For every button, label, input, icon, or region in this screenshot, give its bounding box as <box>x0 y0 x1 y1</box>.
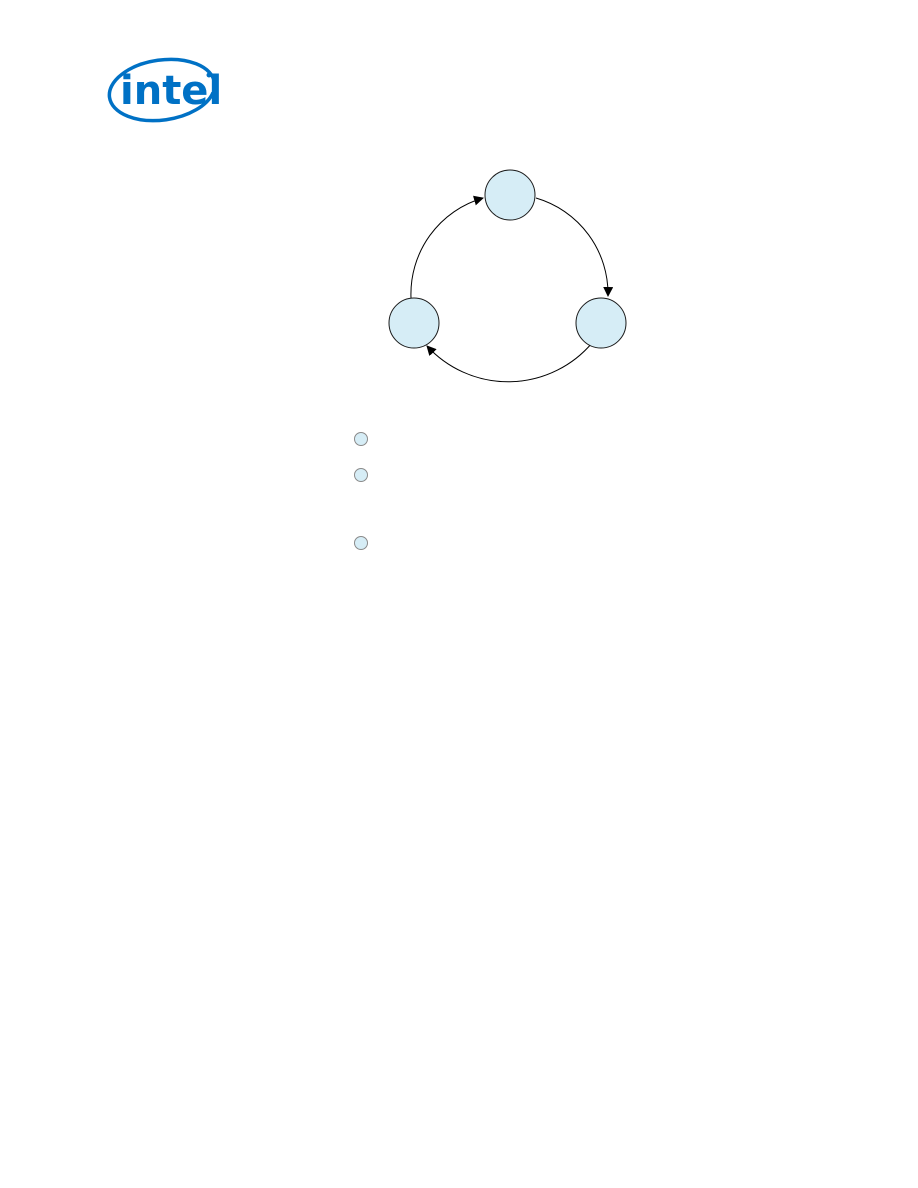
legend-item <box>354 536 378 550</box>
legend-item <box>354 468 378 482</box>
node-top <box>484 169 536 221</box>
node-right <box>575 297 627 349</box>
logo-swoosh <box>107 57 217 123</box>
edge-left-to-top <box>410 195 484 299</box>
logo-registered-dot <box>206 72 212 78</box>
legend-marker-icon <box>354 468 368 482</box>
intel-logo-mark: intel <box>107 57 222 123</box>
edge-top-to-right <box>535 197 614 297</box>
edge-right-to-left <box>426 342 593 383</box>
node-left <box>388 297 440 349</box>
intel-logo: intel <box>104 54 222 124</box>
legend-marker-icon <box>354 536 368 550</box>
legend-item <box>354 432 378 446</box>
logo-wordmark: intel <box>120 68 220 114</box>
cycle-diagram-svg <box>388 169 627 383</box>
legend-marker-icon <box>354 432 368 446</box>
cycle-diagram <box>380 160 640 400</box>
